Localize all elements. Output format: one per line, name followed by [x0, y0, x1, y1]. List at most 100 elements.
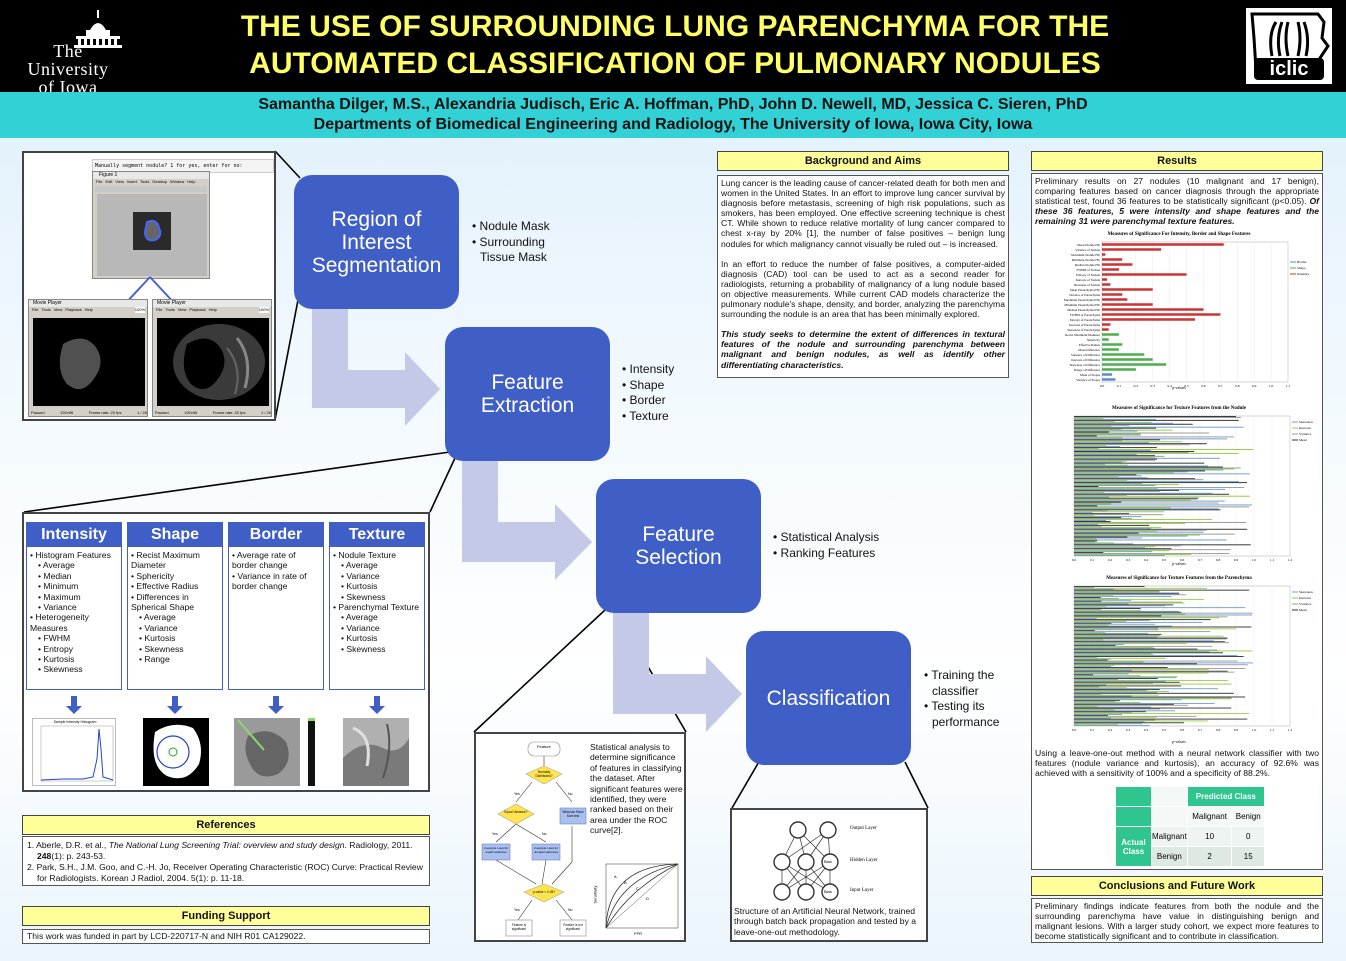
player-menu-playback[interactable]: Playback	[65, 307, 82, 312]
player2-menu-tools[interactable]: Tools	[165, 307, 175, 312]
player-zoom[interactable]: 100%	[134, 307, 145, 313]
iclic-wordmark: iclic	[1254, 58, 1324, 80]
department-line: Departments of Biomedical Engineering an…	[313, 116, 1033, 133]
chart1-plot-area	[1101, 241, 1289, 383]
chart3-tick-label: 0.9	[1234, 728, 1239, 732]
chart1-bar	[1102, 323, 1111, 326]
extraction-bullet-3: Border	[622, 393, 712, 409]
chart1-bar	[1102, 293, 1123, 296]
chart3-bar	[1074, 666, 1111, 668]
chart2-bar	[1074, 419, 1239, 421]
chart2-bar	[1074, 498, 1197, 500]
chart2-tick-label: 0.5	[1162, 558, 1167, 562]
texture-feature-item: Average	[333, 612, 421, 622]
status-right: 1 / 26	[136, 410, 147, 415]
chart2-bar	[1074, 510, 1108, 512]
chart1-tick-label: 0.5	[1184, 384, 1189, 388]
funding-heading: Funding Support	[22, 906, 430, 926]
player2-menu-file[interactable]: File	[156, 307, 163, 312]
connector-features-right	[429, 457, 456, 513]
texture-column: Texture Nodule TextureAverageVarianceKur…	[329, 522, 425, 690]
nn-bias-hidden: Bias	[824, 859, 832, 864]
funding-box: This work was funded in part by LCD-2207…	[22, 929, 430, 944]
player2-zoom[interactable]: 100%	[258, 307, 269, 313]
chart1-category-label: Skewness of Nodule	[1074, 283, 1101, 287]
player2-menu-view[interactable]: View	[177, 307, 187, 312]
menu-file[interactable]: File	[96, 179, 103, 184]
step-feature-selection: Feature Selection	[596, 479, 761, 613]
chart1-title: Measures of Significance For Intensity, …	[1107, 232, 1251, 237]
cm-blank-2	[1151, 786, 1188, 807]
chart1-tick-label: 1.1	[1286, 384, 1291, 388]
chart3-bar	[1074, 626, 1252, 628]
shape-illustration	[143, 718, 209, 786]
chart1-bar	[1102, 308, 1204, 311]
chart2-bar	[1074, 441, 1182, 443]
chart3-bar	[1074, 681, 1180, 683]
player-menu-file[interactable]: File	[32, 307, 39, 312]
player2-menu-help[interactable]: Help	[208, 307, 217, 312]
menu-window[interactable]: Window	[170, 179, 185, 184]
menu-edit[interactable]: Edit	[105, 179, 113, 184]
chart2-bar	[1074, 470, 1205, 472]
menu-insert[interactable]: Insert	[126, 179, 137, 184]
chart2-bar	[1074, 452, 1239, 454]
chart3-bar	[1074, 660, 1238, 662]
chart3-bar	[1074, 705, 1098, 707]
player-menu-tools[interactable]: Tools	[41, 307, 51, 312]
chart3-tick-label: 0.3	[1126, 728, 1131, 732]
flow-yes1: Yes	[514, 792, 520, 796]
chart1-category-label: Entropy of Nodule	[1076, 273, 1100, 277]
menu-tools[interactable]: Tools	[139, 179, 150, 184]
chart1-bar	[1102, 353, 1145, 356]
chart3-bar	[1074, 649, 1218, 651]
menu-desktop[interactable]: Desktop	[152, 179, 168, 184]
player-menu-view[interactable]: View	[53, 307, 63, 312]
figure-toolbar	[95, 186, 207, 192]
chart2-bar	[1074, 542, 1115, 544]
menu-view[interactable]: View	[115, 179, 124, 184]
player-menu-help[interactable]: Help	[84, 307, 93, 312]
chart3-bar	[1074, 656, 1244, 657]
chart2-bar	[1074, 508, 1219, 510]
chart1-tick-label: 0.6	[1201, 384, 1206, 388]
chart1-bar	[1102, 363, 1167, 366]
chart1-bar	[1102, 243, 1224, 246]
chart1-bar	[1102, 298, 1128, 301]
background-box: Lung cancer is the leading cause of canc…	[717, 175, 1009, 378]
texture-feature-item: Kurtosis	[333, 633, 421, 643]
chart2-tick-label: 0.1	[1090, 558, 1095, 562]
chart1-category-label: Mean Nodule HU	[1077, 243, 1101, 247]
chart3-legend-label: Mean	[1299, 608, 1307, 612]
roc-label-d: D	[646, 896, 649, 901]
chart2-bar	[1074, 545, 1182, 547]
chart3-bar	[1074, 671, 1235, 673]
chart2-bar	[1074, 553, 1230, 555]
chart2-bar	[1074, 416, 1242, 418]
nn-output-label: Output Layer	[850, 826, 877, 831]
chart3-tick-label: 0.2	[1108, 728, 1113, 732]
chart2-bar	[1074, 463, 1106, 465]
player2-menu-playback[interactable]: Playback	[189, 307, 206, 312]
connector-flow-left	[473, 609, 606, 733]
chart1-category-label: Minimum Parenchymal HU	[1064, 303, 1100, 307]
chart3-bar	[1074, 713, 1249, 715]
nodule-mask-image	[59, 338, 101, 390]
reference-2-number: 2.	[27, 862, 35, 872]
chart2-bar	[1074, 449, 1254, 451]
extraction-bullet-4: Texture	[622, 409, 712, 425]
chart1-bar	[1102, 258, 1123, 261]
chart3-bar	[1074, 683, 1232, 685]
player2-canvas	[157, 318, 269, 406]
chart2-bar	[1074, 421, 1152, 423]
menu-help[interactable]: Help	[187, 179, 196, 184]
figure-canvas	[97, 194, 207, 276]
logo-line-3: of Iowa	[38, 77, 98, 97]
chart-nodule-texture: Measures of Significance for Texture Fea…	[1044, 406, 1314, 568]
chart2-bar	[1074, 496, 1109, 498]
chart1-category-label: Mean Parenchymal HU	[1070, 288, 1101, 292]
chart3-bar	[1074, 698, 1232, 700]
texture-feature-item: Variance	[333, 623, 421, 633]
chart3-bar	[1074, 715, 1197, 717]
flow-no2: No	[542, 832, 547, 836]
